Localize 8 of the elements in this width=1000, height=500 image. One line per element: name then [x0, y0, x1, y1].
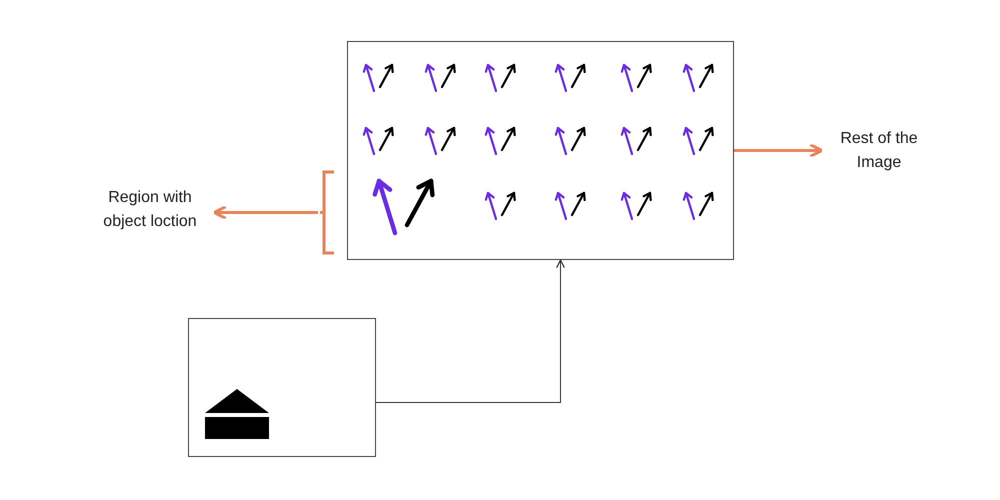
text-label: Rest of the Image	[822, 127, 936, 175]
text-label: Region with object loction	[86, 186, 214, 234]
bracket	[318, 170, 336, 255]
arrow	[376, 259, 566, 403]
arrow	[212, 205, 318, 220]
arrow	[734, 143, 824, 158]
image-thumbnail	[188, 318, 376, 457]
image-frame	[347, 41, 734, 260]
